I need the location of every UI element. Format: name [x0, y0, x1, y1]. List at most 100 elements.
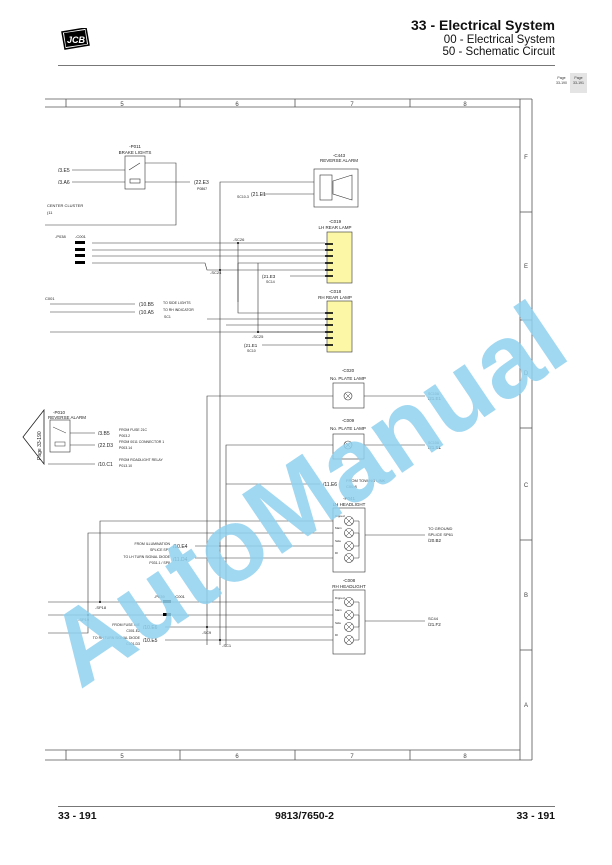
grid-frame	[45, 98, 533, 761]
svg-text:P0867: P0867	[197, 187, 207, 191]
svg-text:-C019: -C019	[329, 219, 342, 224]
svg-text:(11: (11	[47, 210, 53, 215]
svg-text:FROM FUSE 21C: FROM FUSE 21C	[119, 428, 147, 432]
svg-text:-P010: -P010	[53, 410, 66, 415]
svg-text:TO SIDE LIGHTS: TO SIDE LIGHTS	[163, 301, 191, 305]
svg-text:TO RH INDICATOR: TO RH INDICATOR	[163, 308, 194, 312]
svg-text:TO LH TURN SIGNAL DIODE: TO LH TURN SIGNAL DIODE	[123, 555, 170, 559]
plate-lamp-1: -C020 No. PLATE LAMP SC10A /21.E1	[330, 368, 442, 409]
column-label: 7	[350, 102, 354, 108]
reverse-alarm-switch: -P010 REVERSE ALARM /3.B5 (22.D3 /10.C1 …	[48, 410, 164, 468]
svg-text:-P039: -P039	[154, 594, 165, 599]
lamp-filament	[345, 529, 360, 537]
svg-text:Main: Main	[335, 526, 342, 530]
svg-text:(10.B5: (10.B5	[139, 302, 154, 308]
svg-text:SC10: SC10	[247, 349, 256, 353]
svg-text:SC10A: SC10A	[428, 441, 440, 445]
svg-text:TO RH TURN SIGNAL DIODE: TO RH TURN SIGNAL DIODE	[93, 636, 141, 640]
svg-text:Dipped: Dipped	[335, 596, 345, 600]
svg-text:FROM TOWING LINK: FROM TOWING LINK	[346, 478, 386, 483]
splice-dots	[75, 241, 259, 641]
svg-text:(21.E3: (21.E3	[262, 274, 276, 279]
row-label: C	[524, 483, 529, 489]
svg-text:-C443: -C443	[333, 153, 346, 158]
svg-text:(21.E1: (21.E1	[244, 343, 258, 348]
svg-text:CENTER CLUSTER: CENTER CLUSTER	[47, 203, 83, 208]
svg-text:DI: DI	[335, 633, 338, 637]
svg-text:REVERSE ALARM: REVERSE ALARM	[48, 415, 86, 420]
svg-text:P031.1 / SP8: P031.1 / SP8	[149, 561, 170, 565]
section-title: 33 - Electrical System	[411, 17, 555, 33]
lamp-filament	[345, 517, 360, 535]
column-label: 8	[463, 754, 467, 760]
page-33-190-link[interactable]: Page 33-190	[22, 408, 45, 466]
svg-text:/10.E5: /10.E5	[143, 638, 158, 644]
lamp-filament	[345, 611, 360, 621]
svg-text:-P011: -P011	[129, 144, 141, 149]
svg-text:-C020: -C020	[342, 368, 355, 373]
svg-text:-C001: -C001	[75, 234, 87, 239]
header-divider	[58, 65, 555, 66]
svg-text:REVERSE ALARM: REVERSE ALARM	[320, 158, 358, 163]
row-label: E	[524, 264, 528, 270]
svg-text:-SP18: -SP18	[95, 605, 107, 610]
svg-text:-SC9: -SC9	[202, 630, 212, 635]
section-subtitle: 00 - Electrical System	[443, 34, 555, 46]
brake-lights-switch: -P011 BRAKE LIGHTS /3.E5 /3.A6 (22.E3 P0…	[47, 144, 209, 215]
svg-text:-C008: -C008	[343, 578, 356, 583]
svg-text:P013.10: P013.10	[119, 464, 132, 468]
svg-text:/11.D4: /11.D4	[173, 557, 188, 563]
towing-link-ref: /11.E6 FROM TOWING LINK C00.8	[323, 478, 386, 489]
svg-text:SC1: SC1	[164, 315, 171, 319]
column-label: 5	[120, 754, 124, 760]
row-label: F	[524, 155, 528, 161]
section-subtitle-2: 50 - Schematic Circuit	[442, 46, 555, 58]
connector-labels: -P038 -C001 C001 -SC26 -SC24 -SC25 -SC9 …	[45, 234, 264, 648]
footer-divider	[58, 806, 555, 807]
svg-text:-SC25: -SC25	[252, 334, 264, 339]
svg-text:(22.E3: (22.E3	[194, 180, 209, 186]
lh-rear-lamp: -C019 LH REAR LAMP (21.E3 SC14	[262, 219, 353, 284]
footer-page-left: 33 - 191	[58, 810, 97, 822]
row-label: D	[524, 371, 529, 377]
svg-text:TO GROUND: TO GROUND	[428, 526, 452, 531]
svg-text:DI: DI	[335, 551, 338, 555]
svg-text:-C001: -C001	[174, 594, 186, 599]
svg-text:Page 33-190: Page 33-190	[37, 431, 43, 460]
svg-text:-P038: -P038	[55, 234, 66, 239]
svg-text:LH REAR LAMP: LH REAR LAMP	[318, 225, 351, 230]
svg-text:FROM ILLUMINATION: FROM ILLUMINATION	[134, 542, 170, 546]
column-label: 6	[235, 102, 239, 108]
svg-text:Side: Side	[335, 621, 341, 625]
svg-text:SC44: SC44	[428, 616, 439, 621]
svg-text:JCB: JCB	[67, 35, 86, 45]
svg-text:No. PLATE LAMP: No. PLATE LAMP	[330, 376, 366, 381]
svg-text:SPLICE SP7: SPLICE SP7	[150, 548, 170, 552]
svg-text:FROM ROADLIGHT RELAY: FROM ROADLIGHT RELAY	[119, 458, 163, 462]
svg-text:/21.F2: /21.F2	[428, 622, 441, 627]
lamp-icons	[344, 516, 360, 645]
svg-text:/3.E5: /3.E5	[58, 168, 70, 174]
svg-text:BRAKE LIGHTS: BRAKE LIGHTS	[119, 150, 152, 155]
svg-text:/10.E6: /10.E6	[143, 625, 158, 631]
rh-rear-lamp: -C018 RH REAR LAMP (21.E1 SC10	[244, 289, 353, 353]
column-label: 7	[350, 754, 354, 760]
svg-text:LH HEADLIGHT: LH HEADLIGHT	[333, 502, 366, 507]
svg-text:/11.E6: /11.E6	[323, 482, 337, 488]
lamp-filament	[345, 621, 360, 644]
svg-text:Main: Main	[335, 608, 342, 612]
column-label: 6	[235, 754, 239, 760]
svg-text:/3.B5: /3.B5	[98, 431, 110, 437]
svg-text:P003.2: P003.2	[119, 434, 130, 438]
svg-text:C001.D3: C001.D3	[126, 642, 140, 646]
svg-text:SPLICE SP61: SPLICE SP61	[428, 532, 454, 537]
svg-text:RH HEADLIGHT: RH HEADLIGHT	[332, 584, 366, 589]
svg-text:C001.E2: C001.E2	[126, 629, 140, 633]
row-label: B	[524, 593, 528, 599]
svg-text:No. PLATE LAMP: No. PLATE LAMP	[330, 426, 366, 431]
svg-text:SC10A: SC10A	[428, 392, 440, 396]
svg-text:-SP19: -SP19	[78, 617, 90, 622]
